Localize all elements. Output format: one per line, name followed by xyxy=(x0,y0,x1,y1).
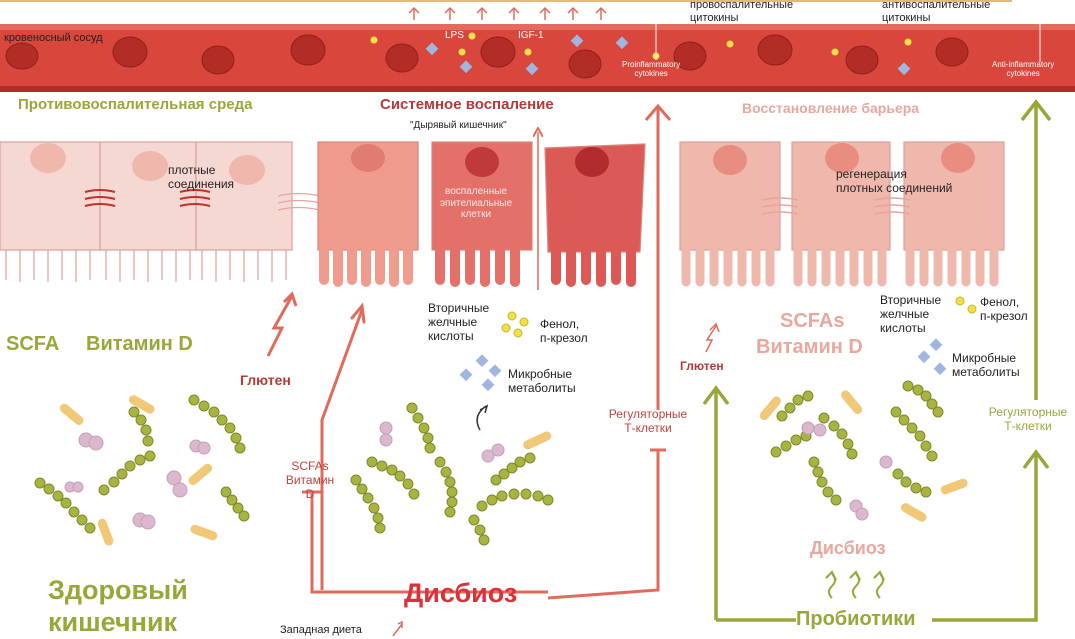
probiotic-waves xyxy=(825,570,885,599)
western-diet-label: Западная диета xyxy=(280,624,362,636)
chain-4 xyxy=(188,394,246,454)
gluten-label-right: Глютен xyxy=(680,359,724,373)
chain-m1 xyxy=(366,456,420,500)
metabolite-curve-arrow xyxy=(476,404,489,431)
vitamin-d-label: Витамин D xyxy=(86,333,193,355)
antiinflammatory-cytokines-ru: антивоспалительные цитокины xyxy=(882,0,991,24)
chain-r6 xyxy=(890,406,938,462)
proinflammatory-cytokines-ru: провоспалительные цитокины xyxy=(690,0,794,24)
epithelium-recovering xyxy=(679,141,1005,287)
rod-bacteria-healthy xyxy=(59,395,218,546)
healthy-gut-label: Здоровый кишечник xyxy=(48,575,188,637)
chain-m4 xyxy=(434,456,458,518)
microbial-metabolites-label-right: Микробные метаболиты xyxy=(952,351,1020,379)
gluten-label: Глютен xyxy=(240,372,291,388)
blood-vessel xyxy=(0,0,1075,92)
phenol-label: Фенол, п-крезол xyxy=(540,317,588,345)
epithelium-healthy xyxy=(0,141,293,282)
chain-r3 xyxy=(818,412,858,460)
regeneration-label: регенерация плотных соединений xyxy=(836,167,953,195)
inflamed-cells-label: воспаленные эпителиальные клетки xyxy=(439,186,513,220)
chain-m2 xyxy=(350,474,386,534)
left-section-title: Противовоспалительная среда xyxy=(18,96,253,113)
treg-label-middle: Регуляторные Т-клетки xyxy=(608,407,688,435)
bacteria-recovery xyxy=(770,380,944,506)
olive-arrows xyxy=(702,99,1052,622)
loose-junction-marks xyxy=(277,192,321,211)
dysbiosis-label: Дисбиоз xyxy=(404,578,518,608)
cocci-dysbiosis xyxy=(379,421,505,463)
bile-acids-label: Вторичные желчные кислоты xyxy=(428,301,490,343)
chain-5 xyxy=(220,486,250,522)
red-arrows xyxy=(302,103,672,600)
chain-m5 xyxy=(490,452,536,486)
vessel-up-arrows xyxy=(408,6,607,20)
microbial-metabolites-label: Микробные метаболиты xyxy=(508,367,576,395)
phenol-particles xyxy=(501,296,977,338)
scfas-vitd-label: SCFAs Витамин D xyxy=(285,459,335,501)
chain-r2 xyxy=(770,430,812,458)
gluten-zigzag-arrow xyxy=(266,291,298,357)
chain-2 xyxy=(98,450,156,496)
scfa-label: SCFA xyxy=(6,333,60,355)
lps-particles xyxy=(370,32,912,60)
chain-1 xyxy=(34,477,96,534)
dysbiosis-label-right: Дисбиоз xyxy=(810,538,886,558)
leaky-gut-label: "Дырявый кишечник" xyxy=(410,120,507,131)
phenol-label-right: Фенол, п-крезол xyxy=(980,295,1028,323)
bile-acids-label-right: Вторичные желчные кислоты xyxy=(880,293,942,335)
antiinflammatory-cytokines-en: Anti-inflammatory cytokines xyxy=(992,60,1055,79)
chain-m6 xyxy=(476,488,554,512)
cocci-healthy xyxy=(64,432,211,530)
lps-label: LPS xyxy=(445,30,464,41)
cocci-recovery xyxy=(801,421,893,521)
gluten-zigzag-arrow-small xyxy=(705,322,720,353)
chain-3 xyxy=(128,406,154,447)
regenerating-junctions xyxy=(761,197,911,215)
western-diet-arrow xyxy=(392,620,403,637)
chain-r7 xyxy=(892,468,932,498)
chain-r5 xyxy=(902,380,944,418)
igf-label: IGF-1 xyxy=(518,30,544,41)
bacteria-dysbiosis xyxy=(350,402,554,546)
rod-bacteria-recovery xyxy=(759,390,968,522)
treg-label-right: Регуляторные Т-клетки xyxy=(988,405,1068,433)
chain-m7 xyxy=(468,514,490,546)
tight-junction-marks xyxy=(84,189,211,207)
rod-bacteria-dysbiosis xyxy=(523,431,552,450)
chain-r4 xyxy=(808,456,842,506)
nuclei-healthy xyxy=(30,143,265,185)
epithelium-inflamed xyxy=(317,141,646,287)
tight-junctions-label: плотные соединения xyxy=(168,163,235,191)
bacteria-healthy xyxy=(34,394,250,534)
probiotics-label: Пробиотики xyxy=(796,608,916,630)
red-blood-cells xyxy=(5,34,969,79)
middle-section-title: Системное воспаление xyxy=(380,96,554,113)
chain-r1 xyxy=(776,390,814,422)
vessel-label: кровеносный сосуд xyxy=(4,32,103,44)
right-section-title: Восстановление барьера xyxy=(742,100,920,116)
vitamin-d-label-right: Витамин D xyxy=(756,336,863,358)
chain-m3 xyxy=(406,402,436,454)
scfas-label-right: SCFAs xyxy=(780,310,845,332)
proinflammatory-cytokines-en: Proinflammatory cytokines xyxy=(622,60,681,79)
